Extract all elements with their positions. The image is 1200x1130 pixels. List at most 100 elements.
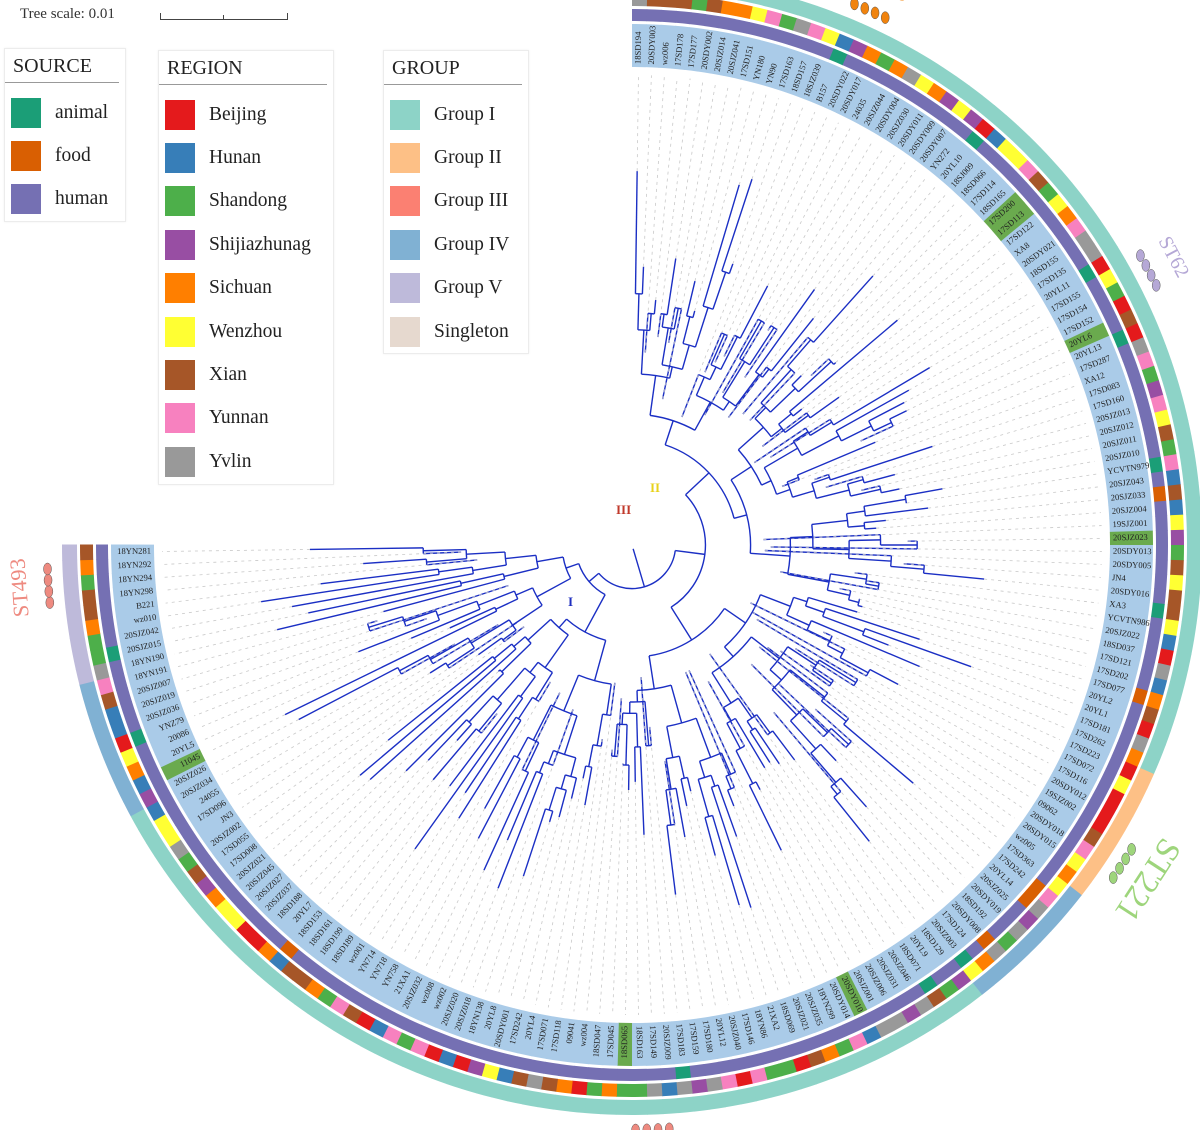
source-ring-segment [965,131,985,151]
label-band-segment [166,760,212,793]
label-band-segment [187,794,232,830]
source-ring-segment [120,700,137,720]
branch [770,317,815,372]
branch [429,662,447,674]
branch [666,726,674,758]
branch [720,752,732,775]
branch [733,514,747,519]
legend-region-item: Yvlin [159,440,333,483]
leaf-label: 17SD178 [672,33,685,66]
legend-group-item: Group III [384,180,528,223]
branch-arc [820,692,829,702]
region-ring-segment [632,0,648,7]
region-ring-segment [1119,309,1138,329]
region-ring-segment [146,801,166,821]
guide-line [241,622,517,808]
branch [763,447,799,469]
source-ring-segment [135,741,153,761]
legend-swatch [390,186,420,217]
branch-arc [471,567,475,574]
group-ring-segment [868,1040,890,1061]
label-band-segment [774,997,802,1043]
region-ring-segment [601,1083,618,1097]
region-ring-segment [820,1044,840,1063]
label-band-segment [195,806,240,842]
group-ring-segment [360,1032,382,1054]
branch [739,320,762,359]
guide-line [704,111,816,373]
region-ring-segment [355,1011,376,1031]
label-band-segment [1095,417,1141,441]
label-band-segment [115,610,161,631]
branch [811,476,830,484]
region-ring-segment [950,970,972,991]
branch [565,562,579,569]
branch [712,271,727,310]
branch [560,774,566,790]
guide-line [264,739,389,840]
region-ring-segment [997,138,1018,159]
branch [772,730,796,761]
branch [846,510,865,515]
region-ring-segment [1105,788,1125,809]
region-ring-segment [90,647,107,666]
label-band-segment [139,699,185,728]
guide-line [754,282,1023,464]
region-ring-segment [269,951,290,972]
label-band-segment [974,868,1016,909]
region-ring-segment [1018,910,1039,931]
group-ring-segment [840,1053,861,1074]
label-band-segment [983,192,1026,232]
label-band-segment [1038,784,1084,819]
st-marker [1108,871,1118,884]
legend-group-item: Group I [384,93,528,136]
legend-label: Sichuan [209,277,272,299]
branch [685,472,710,496]
branch [284,610,497,716]
legend-group-title: GROUP [384,51,522,85]
region-ring-segment [1083,243,1103,264]
group-ring-segment [1133,301,1155,323]
group-ring-segment [840,16,862,37]
branch [848,525,865,528]
guide-line [436,870,485,973]
region-ring-segment [196,875,216,896]
group-ring-segment [752,1083,772,1102]
region-ring-segment [1082,827,1103,848]
region-ring-segment [1170,529,1184,546]
branch [423,551,462,555]
label-band-segment [173,772,219,806]
group-ring-segment [947,992,970,1014]
source-ring-segment [1092,781,1111,801]
branch-arc [521,768,529,774]
branch [843,723,914,784]
guide-line [402,808,485,956]
branch [841,425,872,442]
group-ring-segment [75,665,94,685]
group-ring-segment [1151,345,1172,366]
source-ring-segment [1045,215,1065,236]
branch [387,655,494,741]
guide-line [759,789,851,962]
source-ring-segment [1146,442,1161,460]
source-ring-segment [1152,588,1167,605]
source-ring-segment [1122,715,1139,734]
source-ring-segment [787,1040,807,1057]
source-ring-segment [717,1059,735,1074]
leaf-label: 18SD163 [635,1026,645,1059]
label-band-segment [811,982,842,1028]
leaf-label: 20SJZ009 [661,1024,673,1059]
branch [695,718,712,758]
leaf-label: 17SD177 [686,34,700,68]
label-band-segment [1103,610,1149,632]
tree-scale-bar [160,13,288,20]
region-ring-segment [1165,604,1181,622]
region-ring-segment [778,13,798,31]
leaf-label: 18YN292 [117,559,151,570]
source-ring-segment [1053,843,1073,863]
region-ring-segment [792,18,812,36]
guide-line [649,726,678,1013]
region-ring-segment [661,0,678,8]
branch [582,765,587,779]
